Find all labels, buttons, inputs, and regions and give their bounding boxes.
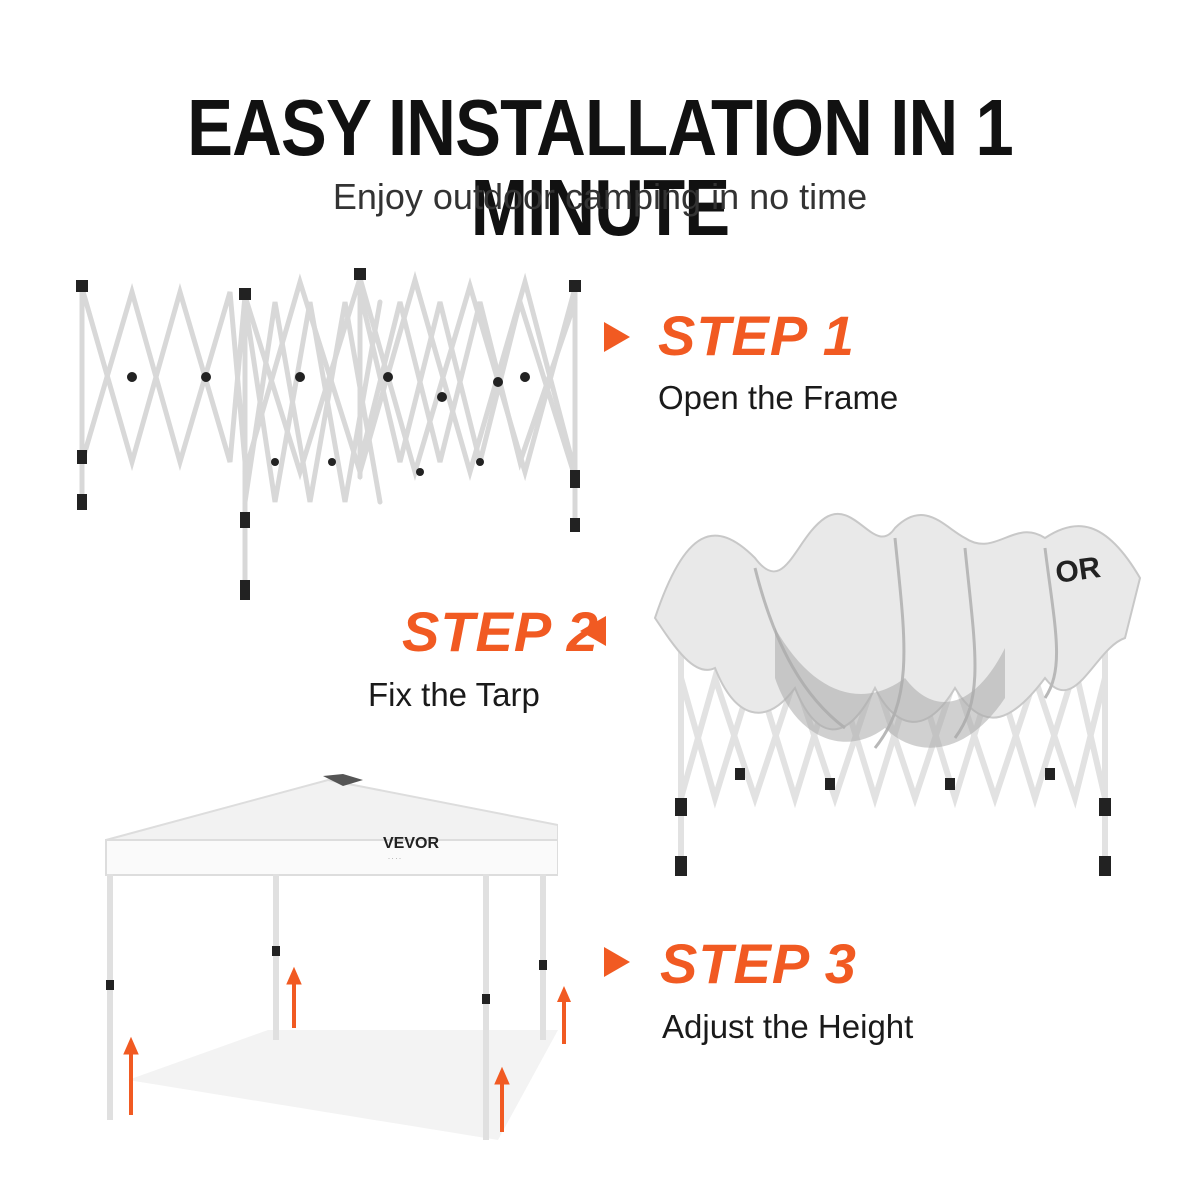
step2-description: Fix the Tarp	[368, 676, 540, 713]
step3-arrow-right-icon	[604, 947, 630, 977]
page-subtitle: Enjoy outdoor camping in no time	[332, 176, 868, 217]
step2-title: STEP 2	[402, 600, 599, 663]
step3-description: Adjust the Height	[662, 1008, 914, 1045]
tarp-frame-illustration: OR	[653, 512, 1142, 876]
step3-title: STEP 3	[660, 932, 857, 995]
svg-text:OR: OR	[1053, 551, 1102, 590]
step1-title: STEP 1	[658, 304, 855, 367]
svg-text:· · · ·: · · · ·	[388, 856, 401, 862]
step2-arrow-left-icon	[580, 616, 606, 646]
step1-arrow-right-icon	[604, 322, 630, 352]
step1-description: Open the Frame	[658, 379, 899, 416]
brand-logo: VEVOR	[383, 835, 439, 852]
canopy-illustration: VEVOR · · · ·	[105, 774, 558, 1140]
open-frame-illustration	[76, 268, 581, 600]
height-arrow-icon	[557, 986, 571, 1044]
page-title: EASY INSTALLATION IN 1 MINUTE	[187, 83, 1014, 252]
